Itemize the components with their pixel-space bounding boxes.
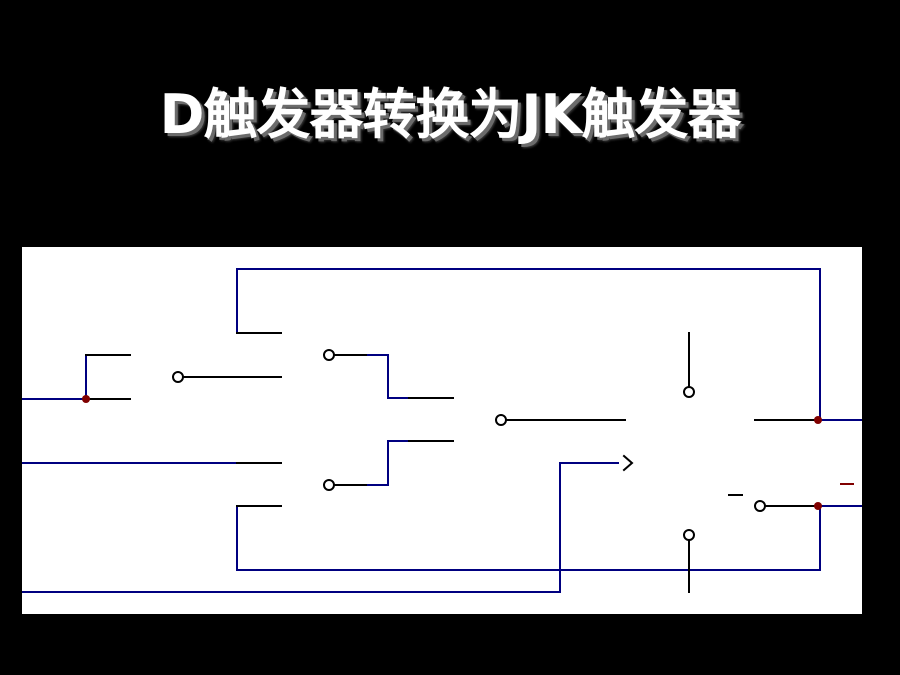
bubble-ff-set: [683, 386, 695, 398]
wire-q-feedback: [236, 268, 821, 421]
bubble-or: [495, 414, 507, 426]
junctions: [82, 395, 822, 510]
wire-and1-or: [356, 354, 410, 399]
junction-q: [814, 416, 822, 424]
circuit-svg: [22, 268, 862, 593]
clock-arrow: [622, 454, 634, 472]
wire-clock: [22, 462, 619, 593]
bubble-ff-qbar: [754, 500, 766, 512]
wire-j-input: [22, 354, 87, 400]
wires: [22, 268, 862, 593]
inversion-bubbles: [172, 349, 766, 541]
circuit-diagram: [22, 247, 862, 614]
bubble-ff-reset: [683, 529, 695, 541]
junction-qbar: [814, 502, 822, 510]
bubble-and2: [323, 479, 335, 491]
junction-j: [82, 395, 90, 403]
bubble-and1: [323, 349, 335, 361]
wire-qbar-feedback: [236, 505, 821, 571]
wire-and2-or: [356, 440, 410, 486]
bubble-inverter: [172, 371, 184, 383]
gate-pins: [85, 332, 819, 593]
slide-title: D触发器转换为JK触发器: [159, 83, 742, 146]
